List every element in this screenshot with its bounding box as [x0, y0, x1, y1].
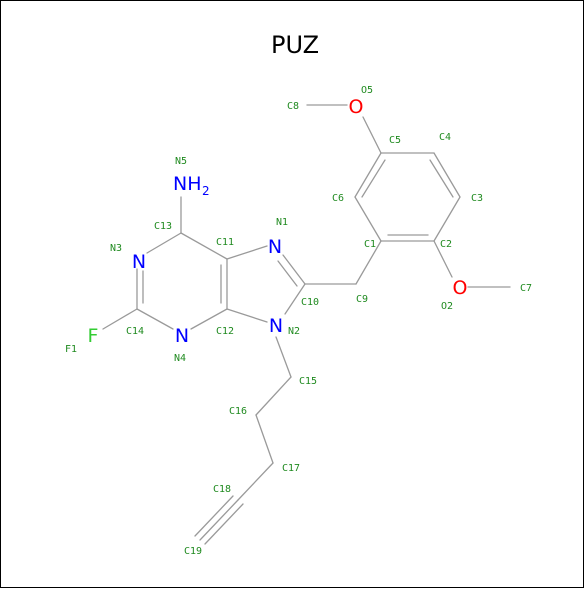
label-c16: C16	[229, 406, 247, 417]
label-c11: C11	[216, 237, 234, 248]
label-c2: C2	[440, 239, 452, 250]
bond-n1-c10	[282, 254, 306, 285]
bond-c2-c3	[433, 196, 461, 242]
atom-n5-symbol: NH	[173, 173, 202, 195]
atom-index-labels: C5 C4 C3 C2 C1 C6 C9 C10 C11 C12 C13 C14…	[65, 85, 532, 557]
label-n2: N2	[288, 326, 300, 337]
label-c12: C12	[216, 326, 234, 337]
label-c14: C14	[126, 326, 144, 337]
label-n4: N4	[174, 353, 186, 364]
bonds	[102, 104, 511, 545]
label-f1: F1	[65, 344, 77, 355]
bond-c18-c19-a	[199, 499, 239, 541]
bond-c18-c19-b	[194, 495, 234, 537]
bond-n2-c15	[275, 336, 292, 378]
label-c17: C17	[282, 463, 300, 474]
bond-c2-o2	[433, 240, 453, 278]
bond-c12-n4	[190, 308, 228, 330]
heteroatom-symbols: N N N N NH 2 O O F	[88, 96, 468, 347]
label-n3: N3	[110, 243, 122, 254]
bond-c17-c18	[237, 462, 274, 501]
label-o2: O2	[441, 301, 453, 312]
label-c4: C4	[439, 132, 451, 143]
atom-n1-symbol: N	[268, 236, 282, 258]
label-c10: C10	[301, 297, 319, 308]
bond-n3-c13	[146, 232, 182, 254]
bond-n4-c14	[136, 308, 174, 330]
label-c9: C9	[356, 294, 368, 305]
label-c18: C18	[213, 484, 231, 495]
label-c7: C7	[520, 283, 532, 294]
bond-c6-c1	[354, 196, 382, 242]
label-c6: C6	[332, 193, 344, 204]
bond-c3-c4-inner	[429, 159, 454, 198]
bond-c3-c4	[433, 152, 461, 198]
bond-c10-n2	[284, 283, 306, 315]
label-n1: N1	[276, 217, 288, 228]
label-c5: C5	[389, 135, 401, 146]
label-n5: N5	[175, 156, 187, 167]
bond-n1-c10-inner	[277, 260, 298, 287]
bond-c5-c6	[354, 152, 382, 198]
bond-c9-c1	[355, 240, 382, 285]
atom-n2-symbol: N	[269, 315, 283, 337]
bond-c16-c17	[255, 414, 274, 464]
label-c19: C19	[184, 546, 202, 557]
label-c3: C3	[471, 193, 483, 204]
bond-c18-c19-c	[204, 503, 244, 545]
label-c13: C13	[154, 221, 172, 232]
bond-c5-c6-inner	[361, 159, 386, 198]
label-c8: C8	[287, 101, 299, 112]
label-c1: C1	[364, 239, 376, 250]
bond-c13-c11	[180, 232, 228, 260]
atom-f1-symbol: F	[88, 325, 99, 347]
bond-n2-c12	[226, 308, 268, 323]
bond-c5-o5	[362, 116, 382, 154]
label-c15: C15	[299, 376, 317, 387]
molecule-title: PUZ	[271, 31, 319, 59]
bond-c15-c16	[255, 376, 292, 416]
atom-o2-symbol: O	[453, 277, 468, 299]
atom-n4-symbol: N	[175, 325, 189, 347]
atom-o5-symbol: O	[349, 96, 364, 118]
label-o5: O5	[361, 85, 373, 96]
atom-n3-symbol: N	[132, 251, 146, 273]
atom-n5-subscript: 2	[202, 184, 210, 198]
bond-c14-f1	[102, 308, 138, 330]
bond-c11-n1	[226, 245, 268, 260]
